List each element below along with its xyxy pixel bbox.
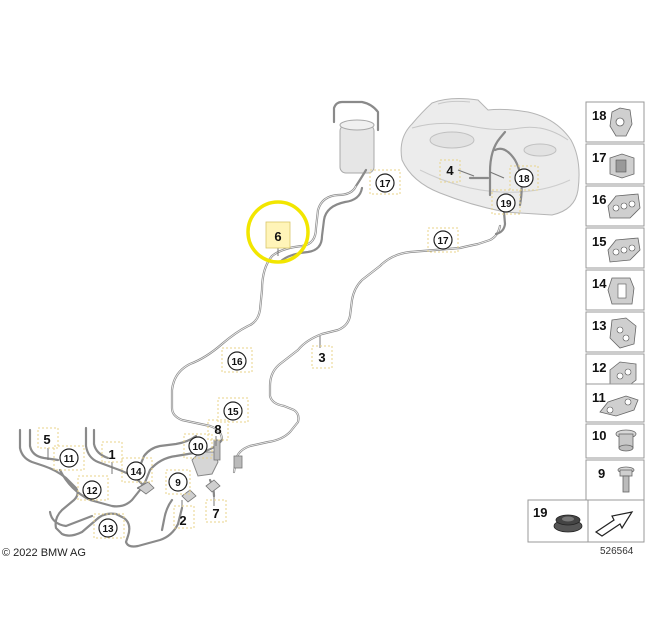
svg-text:11: 11 xyxy=(64,454,75,465)
direction-arrow-icon xyxy=(594,511,634,537)
reference-number: 526564 xyxy=(600,546,634,557)
svg-text:15: 15 xyxy=(227,407,239,418)
legend-item-14[interactable]: 14 xyxy=(585,269,645,311)
label-5[interactable]: 5 xyxy=(43,432,50,447)
copyright-text: © 2022 BMW AG xyxy=(2,547,86,559)
svg-text:11: 11 xyxy=(592,390,606,405)
triple-clip-icon xyxy=(607,193,641,219)
label-18[interactable]: 18 xyxy=(514,168,534,188)
label-7[interactable]: 7 xyxy=(212,506,219,521)
pipe-clip-icon xyxy=(609,153,635,179)
circled-labels: 10 9 11 12 13 14 15 16 xyxy=(59,168,534,538)
svg-text:17: 17 xyxy=(379,179,391,190)
svg-text:9: 9 xyxy=(598,466,605,481)
label-3[interactable]: 3 xyxy=(318,350,325,365)
label-4[interactable]: 4 xyxy=(446,163,454,178)
rubber-grommet-icon xyxy=(553,514,583,533)
double-clip-icon xyxy=(609,107,633,137)
svg-text:12: 12 xyxy=(86,486,98,497)
svg-text:18: 18 xyxy=(592,108,606,123)
label-13[interactable]: 13 xyxy=(98,518,118,538)
triple-clip-icon xyxy=(607,237,641,263)
label-17-lower[interactable]: 17 xyxy=(433,230,453,250)
label-19[interactable]: 19 xyxy=(496,193,516,213)
label-17-upper[interactable]: 17 xyxy=(375,173,395,193)
part-6-highlight[interactable]: 6 xyxy=(246,200,310,264)
fuel-lines xyxy=(18,184,507,548)
svg-text:10: 10 xyxy=(592,428,606,443)
svg-text:17: 17 xyxy=(437,236,449,247)
legend-item-11[interactable]: 11 xyxy=(585,383,645,423)
svg-text:13: 13 xyxy=(102,524,114,535)
legend-item-17[interactable]: 17 xyxy=(585,143,645,185)
grommet-icon xyxy=(615,429,637,452)
label-15[interactable]: 15 xyxy=(223,401,243,421)
legend-item-19[interactable]: 19 xyxy=(527,499,589,543)
bracket-clip-icon xyxy=(599,395,639,417)
bolt-icon xyxy=(617,466,635,493)
leader-lines xyxy=(37,159,539,539)
svg-text:13: 13 xyxy=(592,318,606,333)
svg-text:16: 16 xyxy=(231,357,243,368)
fuel-filter xyxy=(332,100,380,188)
legend-item-13[interactable]: 13 xyxy=(585,311,645,353)
fuel-tank xyxy=(400,98,580,216)
label-11[interactable]: 11 xyxy=(59,448,79,468)
label-9[interactable]: 9 xyxy=(168,472,188,492)
svg-text:16: 16 xyxy=(592,192,606,207)
svg-text:10: 10 xyxy=(192,442,204,453)
svg-text:12: 12 xyxy=(592,360,606,375)
label-2[interactable]: 2 xyxy=(179,513,186,528)
legend-arrow-box xyxy=(587,499,645,543)
pipe-holder-icon xyxy=(607,277,635,305)
svg-text:14: 14 xyxy=(592,276,607,291)
legend-item-16[interactable]: 16 xyxy=(585,185,645,227)
svg-text:19: 19 xyxy=(500,199,512,210)
label-6: 6 xyxy=(274,229,281,244)
svg-text:15: 15 xyxy=(592,234,606,249)
label-16[interactable]: 16 xyxy=(227,351,247,371)
label-1[interactable]: 1 xyxy=(108,447,115,462)
double-clip-icon xyxy=(609,317,637,349)
parts-legend: 18 17 16 xyxy=(527,101,645,543)
legend-item-10[interactable]: 10 xyxy=(585,423,645,459)
label-10[interactable]: 10 xyxy=(188,436,208,456)
label-12[interactable]: 12 xyxy=(82,480,102,500)
label-8[interactable]: 8 xyxy=(214,422,221,437)
svg-text:17: 17 xyxy=(592,150,606,165)
legend-item-18[interactable]: 18 xyxy=(585,101,645,143)
legend-item-15[interactable]: 15 xyxy=(585,227,645,269)
svg-text:9: 9 xyxy=(175,478,181,489)
svg-text:14: 14 xyxy=(130,467,142,478)
label-14[interactable]: 14 xyxy=(126,461,146,481)
legend-item-9[interactable]: 9 xyxy=(585,459,645,501)
svg-text:19: 19 xyxy=(533,505,547,520)
part-labels: 1 2 3 4 5 7 8 xyxy=(43,163,454,528)
svg-text:18: 18 xyxy=(518,174,530,185)
